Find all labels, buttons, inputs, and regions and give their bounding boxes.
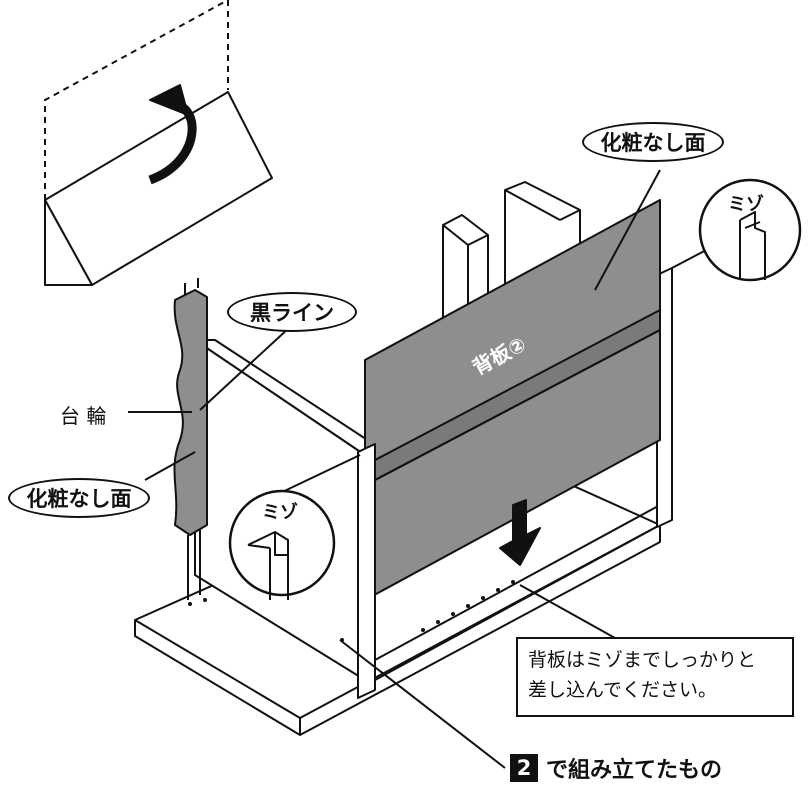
insert-arrow [499, 499, 541, 566]
step-reference: 2 で組み立てたもの [510, 752, 722, 784]
label-mizo-left: ミゾ [262, 502, 298, 523]
label-mizo-top: ミゾ [728, 194, 764, 215]
right-side-rail [656, 247, 711, 528]
label-black-line: 黒ライン [227, 292, 357, 332]
label-keshou-nashi-left: 化粧なし面 [8, 478, 150, 518]
back-panel-2 [364, 199, 661, 601]
mizo-detail-left [228, 489, 336, 600]
label-daiwa: 台 輪 [60, 404, 107, 428]
fold-indicator [44, 0, 273, 286]
mizo-detail-top [698, 178, 802, 282]
label-keshou-nashi-top: 化粧なし面 [582, 122, 724, 162]
step-number: 2 [510, 754, 538, 782]
note-line-1: 背板はミゾまでしっかりと [528, 649, 757, 671]
note-line-2: 差し込んでください。 [528, 679, 718, 701]
instruction-note: 背板はミゾまでしっかりと 差し込んでください。 [516, 637, 794, 717]
step-text: で組み立てたもの [546, 758, 723, 783]
